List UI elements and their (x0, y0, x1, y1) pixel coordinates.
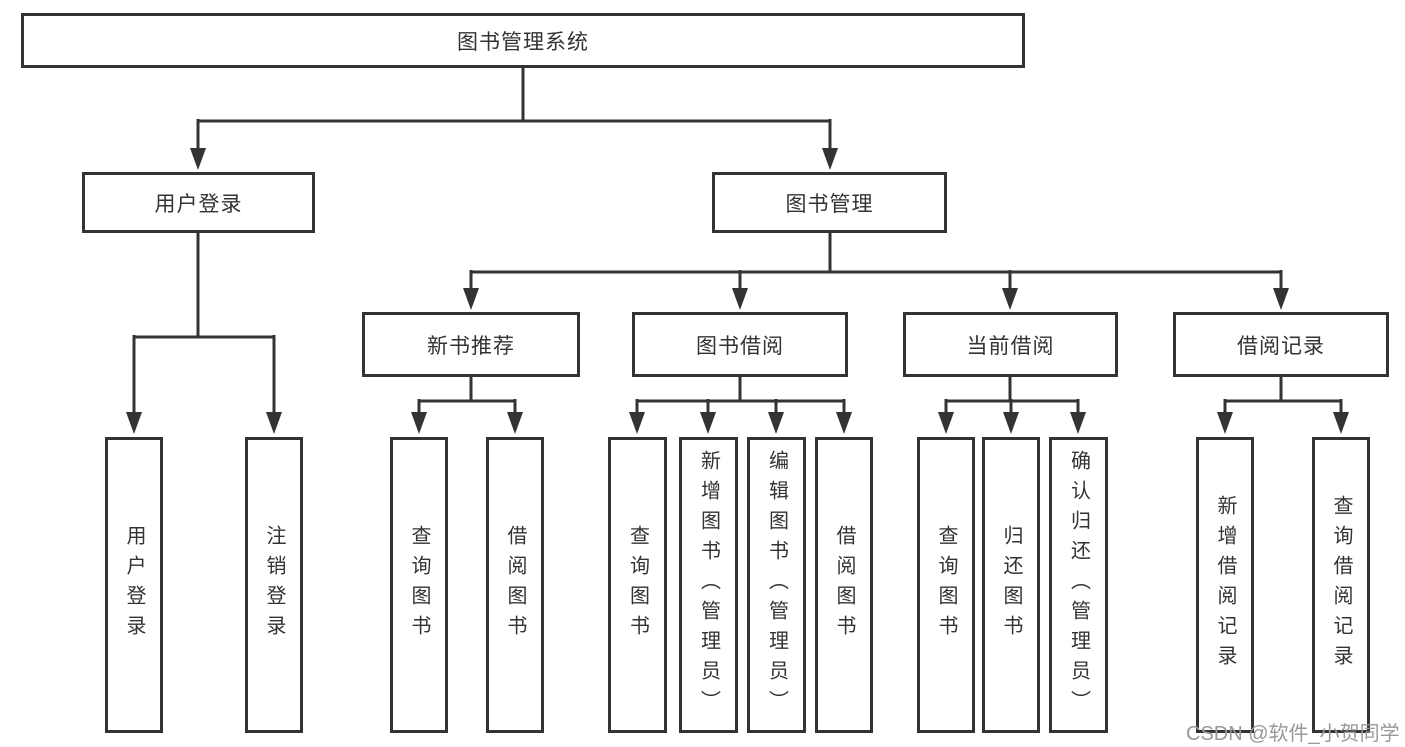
node-new-book-recommend-label: 新书推荐 (427, 334, 515, 358)
leaf-add-book-admin: 新增图书（管理员） (679, 437, 738, 733)
leaf-borrow-books-borrowing: 借阅图书 (815, 437, 873, 733)
leaf-edit-book-admin: 编辑图书（管理员） (747, 437, 806, 733)
arrowheads (126, 148, 1349, 434)
node-book-management: 图书管理 (712, 172, 947, 233)
leaf-borrow-books-recommend: 借阅图书 (486, 437, 544, 733)
node-borrow-records: 借阅记录 (1173, 312, 1389, 377)
node-library-system: 图书管理系统 (21, 13, 1025, 68)
csdn-watermark: CSDN @软件_小贺同学 (1186, 723, 1400, 745)
leaf-query-books-borrowing: 查询图书 (608, 437, 667, 733)
node-library-system-label: 图书管理系统 (457, 30, 589, 54)
leaf-logout: 注销登录 (245, 437, 303, 733)
node-user-login-label: 用户登录 (154, 192, 243, 216)
leaf-confirm-return-admin: 确认归还（管理员） (1049, 437, 1108, 733)
node-user-login: 用户登录 (82, 172, 315, 233)
node-current-borrowing: 当前借阅 (903, 312, 1118, 377)
node-new-book-recommend: 新书推荐 (362, 312, 580, 377)
leaf-query-books-current: 查询图书 (917, 437, 975, 733)
node-book-borrowing: 图书借阅 (632, 312, 848, 377)
leaf-user-login: 用户登录 (105, 437, 163, 733)
leaf-query-borrow-record: 查询借阅记录 (1312, 437, 1370, 733)
node-borrow-records-label: 借阅记录 (1237, 334, 1325, 358)
leaf-add-borrow-record: 新增借阅记录 (1196, 437, 1254, 733)
leaf-return-books: 归还图书 (982, 437, 1040, 733)
node-book-management-label: 图书管理 (785, 192, 874, 216)
node-book-borrowing-label: 图书借阅 (696, 334, 784, 358)
node-current-borrowing-label: 当前借阅 (966, 334, 1055, 358)
leaf-query-books-recommend: 查询图书 (390, 437, 448, 733)
